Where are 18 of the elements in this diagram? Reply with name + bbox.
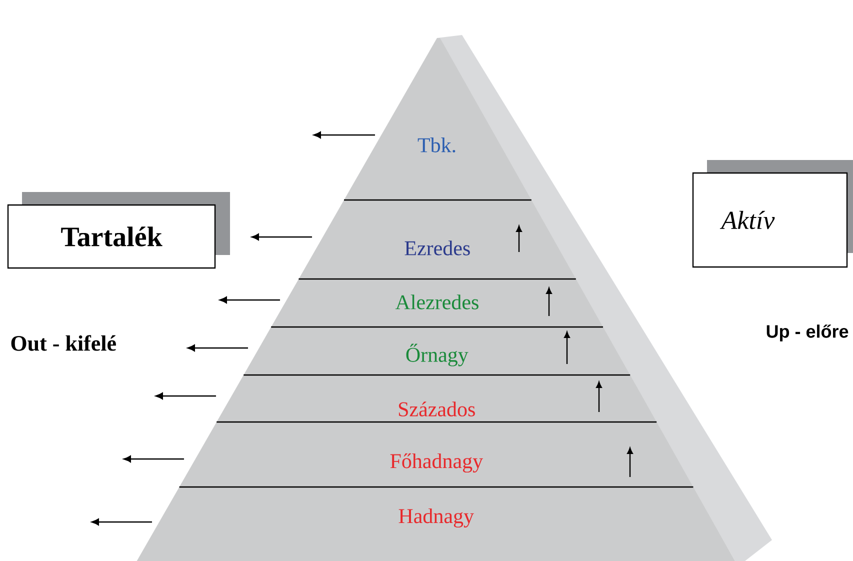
pyramid-band: Alezredes	[271, 279, 603, 327]
side-label: Out - kifelé	[11, 335, 116, 351]
pyramid-band: Főhadnagy	[179, 422, 694, 487]
label-box: Aktív	[692, 160, 853, 268]
arrow	[188, 344, 248, 352]
pyramid-band: Tbk.	[344, 38, 532, 200]
pyramid-band: Őrnagy	[244, 327, 630, 375]
pyramid-band: Hadnagy	[136, 487, 735, 561]
pyramid-band: Százados	[216, 375, 657, 422]
arrow	[314, 132, 375, 138]
arrow	[124, 456, 184, 462]
arrow	[92, 518, 152, 526]
pyramid-band: Ezredes	[298, 200, 576, 279]
side-label: Up - előre	[766, 324, 848, 342]
arrow	[252, 234, 312, 240]
arrow	[156, 392, 216, 400]
arrow	[220, 296, 280, 304]
label-box: Tartalék	[7, 192, 230, 269]
